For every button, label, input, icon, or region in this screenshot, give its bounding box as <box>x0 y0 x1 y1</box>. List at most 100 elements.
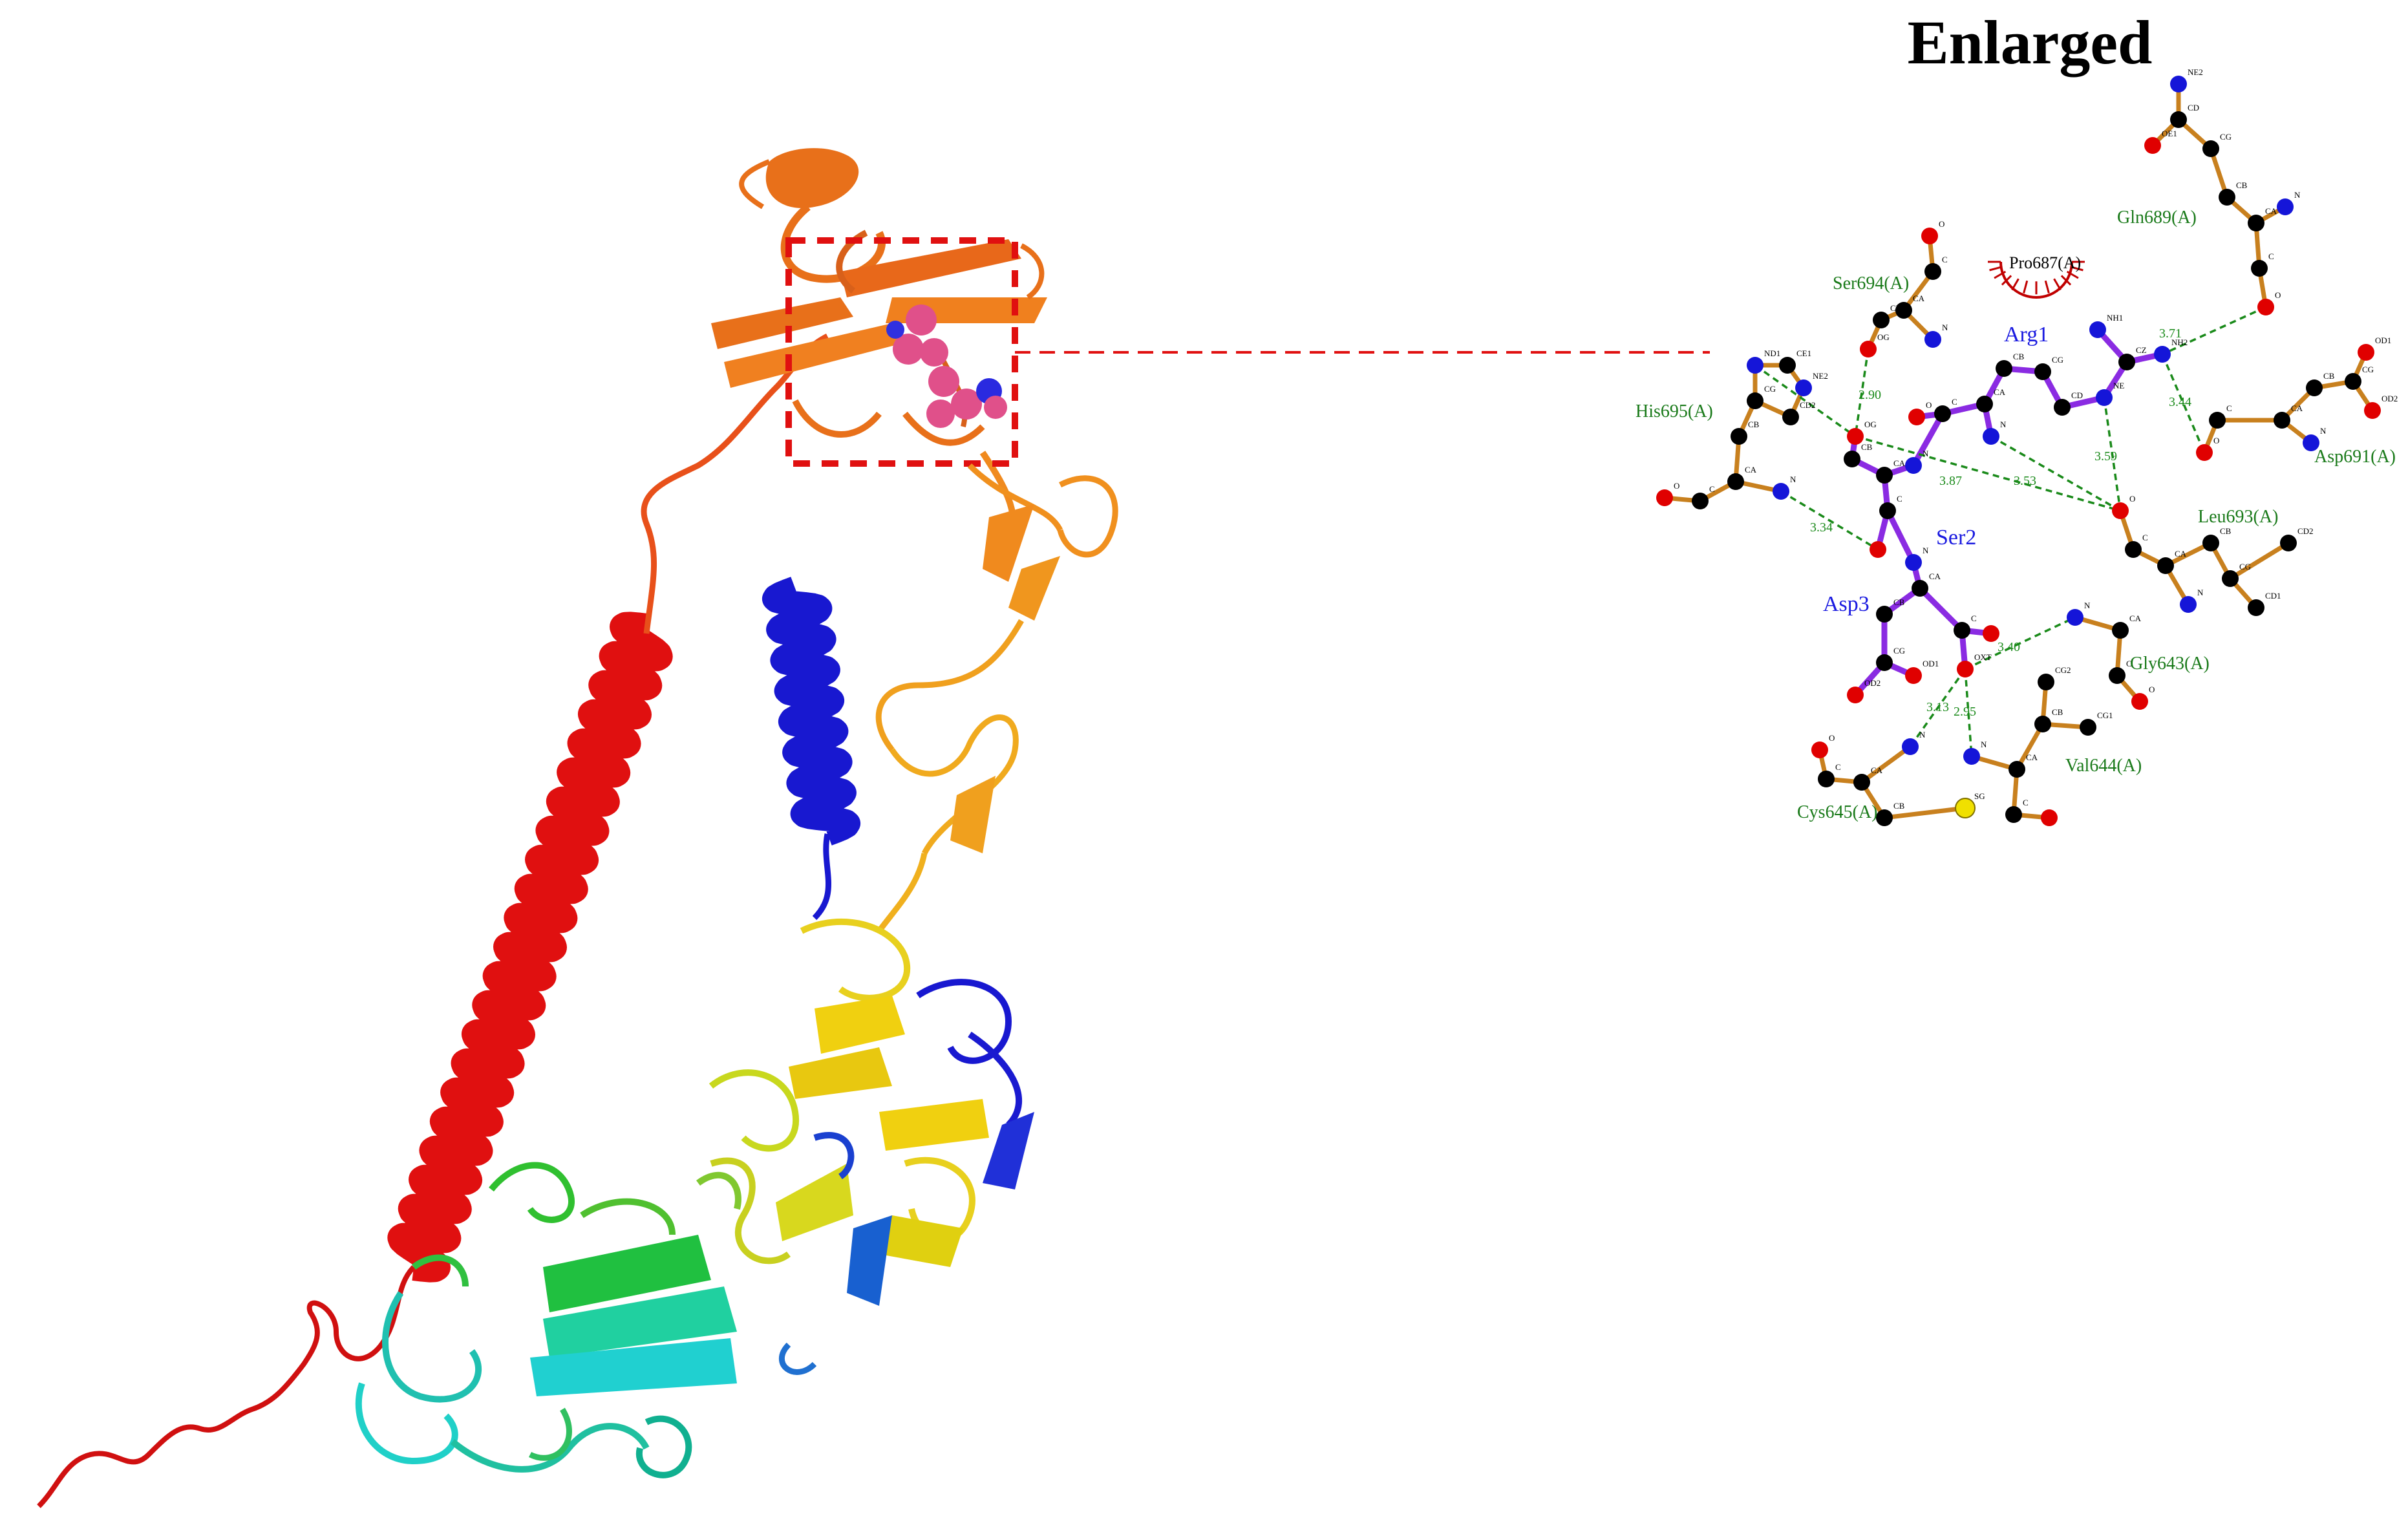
atom-label: CB <box>2013 352 2025 361</box>
atom-c <box>2157 557 2174 574</box>
atom-o <box>2257 299 2274 315</box>
atom-c <box>1853 774 1870 791</box>
red-helix <box>387 612 673 1283</box>
atom-label: N <box>2294 190 2301 200</box>
atom-label: CD <box>2188 103 2199 112</box>
atom-c <box>2345 373 2361 390</box>
atom-c <box>2248 599 2264 616</box>
atom-label: ND1 <box>1764 348 1780 358</box>
hbond-distance: 3.44 <box>2169 395 2191 409</box>
atom-c <box>2170 111 2187 128</box>
hydrophobic-arc <box>1999 261 2073 299</box>
residue-bond <box>1860 745 1912 784</box>
atom-label: N <box>1942 323 1948 332</box>
residue-label-val644: Val644(A) <box>2065 756 2142 776</box>
atom-o <box>1957 661 1974 677</box>
atom-c <box>1895 302 1912 319</box>
atom-label: C <box>1835 762 1841 772</box>
atom-label: N <box>1790 475 1796 484</box>
hydrophobic-tick <box>2053 278 2062 291</box>
atom-label: CA <box>2175 549 2187 559</box>
atom-label: O <box>1939 219 1945 229</box>
atom-label: CA <box>1994 387 2006 397</box>
atom-label: C <box>1942 255 1948 264</box>
hbond-line <box>1909 668 1966 748</box>
atom-o <box>2131 693 2148 710</box>
atom-c <box>2274 412 2290 429</box>
atom-label: NE2 <box>2188 67 2203 77</box>
connecting-loop <box>641 333 829 634</box>
atom-label: OD1 <box>2375 336 2391 345</box>
atom-label: C <box>2268 251 2274 261</box>
blue-loop <box>812 833 831 921</box>
atom-c <box>2202 140 2219 157</box>
atom-c <box>1876 809 1893 826</box>
hbond-line <box>2103 397 2122 511</box>
atom-c <box>2306 379 2323 396</box>
atom-label: N <box>1981 740 1987 749</box>
atom-o <box>1656 489 1673 506</box>
atom-o <box>2364 402 2381 419</box>
atom-c <box>2248 215 2264 231</box>
hbond-line <box>1754 364 1857 438</box>
residue-label-cys645: Cys645(A) <box>1797 802 1877 822</box>
atom-label: CG2 <box>2055 665 2071 675</box>
atom-label: CA <box>2026 752 2038 762</box>
hbond-distance: 3.40 <box>1998 640 2020 654</box>
residue-bond <box>1884 805 1966 820</box>
atom-label: O <box>2275 290 2281 300</box>
ligand-label-ser2: Ser2 <box>1936 526 1976 549</box>
atom-c <box>2054 399 2071 416</box>
atom-c <box>2280 535 2297 551</box>
hbond-distance: 3.53 <box>2014 474 2036 488</box>
atom-c <box>1934 405 1951 422</box>
atom-c <box>1996 360 2012 377</box>
atom-label: N <box>2320 426 2327 436</box>
atom-n <box>2170 76 2187 92</box>
atom-o <box>2196 444 2213 461</box>
atom-label: CG <box>1764 384 1776 394</box>
atom-n <box>1902 738 1919 755</box>
atom-label: CG <box>2052 355 2063 365</box>
atom-c <box>2038 674 2054 690</box>
atom-label: C <box>2023 798 2029 807</box>
atom-label: CB <box>1893 801 1905 811</box>
atom-c <box>1692 493 1709 509</box>
ligand-label-asp3: Asp3 <box>1823 592 1870 616</box>
atom-label: C <box>2226 403 2232 413</box>
hbond-distance: 3.13 <box>1926 700 1949 714</box>
atom-c <box>1747 392 1763 409</box>
atom-label: O <box>1926 400 1932 410</box>
atom-n <box>2089 321 2106 338</box>
atom-label: CB <box>2052 707 2063 717</box>
atom-c <box>2125 541 2142 558</box>
atom-o <box>1860 341 1877 357</box>
atom-o <box>1811 741 1828 758</box>
atom-label: CA <box>1913 293 1925 303</box>
atom-n <box>2303 434 2319 451</box>
atom-c <box>1873 312 1890 328</box>
atom-c <box>2251 260 2268 277</box>
atom-c <box>1876 606 1893 623</box>
ligand-bond <box>1917 586 1965 633</box>
atom-label: O <box>2149 685 2155 694</box>
residue-label-leu693: Leu693(A) <box>2198 507 2278 527</box>
atom-label: CB <box>2220 526 2232 536</box>
atom-c <box>2112 622 2129 639</box>
atom-o <box>2112 502 2129 519</box>
atom-label: NH1 <box>2107 313 2123 323</box>
atom-label: CB <box>1890 303 1902 313</box>
residue-bond <box>2164 540 2212 568</box>
hbond-line <box>2162 306 2266 356</box>
atom-label: N <box>2000 420 2007 429</box>
atom-label: N <box>2197 588 2204 597</box>
hbond-line <box>1990 435 2121 512</box>
atom-label: O <box>1829 733 1835 743</box>
atom-c <box>2219 189 2235 206</box>
atom-n <box>1963 748 1980 765</box>
atom-o <box>1905 667 1922 684</box>
atom-label: CA <box>2265 206 2277 216</box>
hbond-distance: 2.90 <box>1859 388 1881 402</box>
hbond-line <box>1854 348 1870 437</box>
